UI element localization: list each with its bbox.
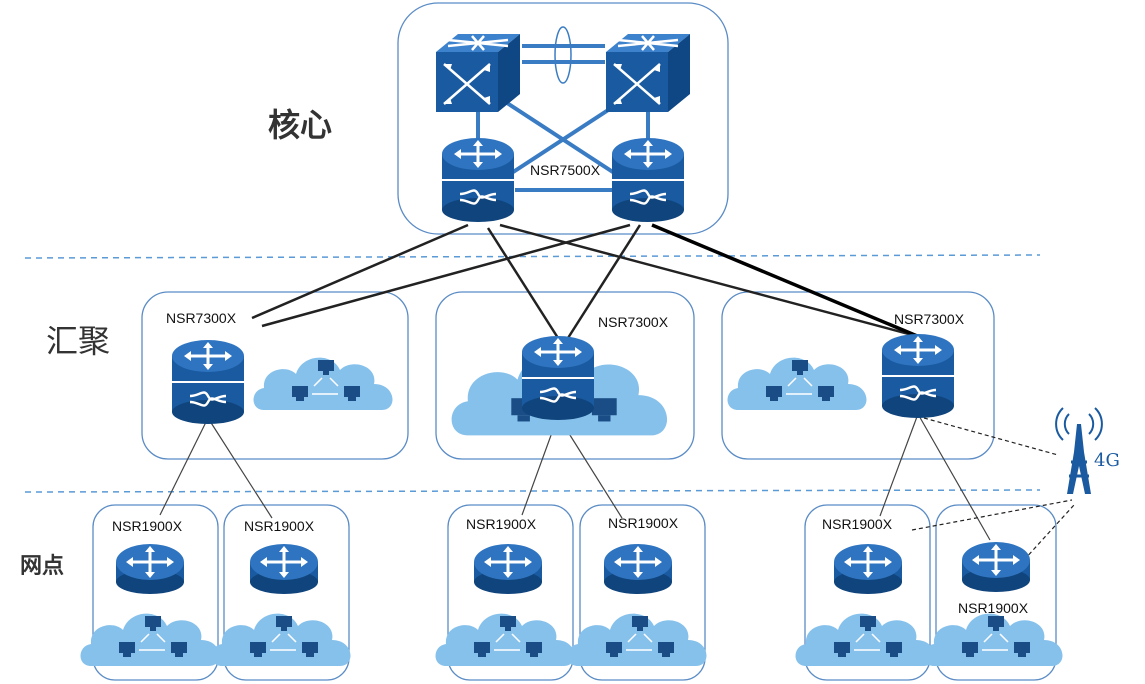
branch1-label: NSR1900X	[112, 518, 183, 534]
agg-left-label: NSR7300X	[166, 310, 237, 326]
branch6-cloud	[922, 612, 1064, 667]
cell-tower-icon	[1055, 407, 1103, 494]
link-aggregation-ring	[554, 26, 572, 84]
branch3-router	[472, 542, 544, 596]
branch4-container	[579, 504, 706, 681]
branch3-label: NSR1900X	[466, 516, 537, 532]
branch5-cloud	[794, 612, 936, 667]
branch3-cloud	[434, 612, 576, 667]
agg-mid-label: NSR7300X	[598, 314, 669, 330]
agg-mid-router	[520, 334, 596, 422]
agg-right-container	[721, 291, 995, 460]
agg-left-cloud	[252, 356, 394, 411]
branch5-router	[832, 542, 904, 596]
core-router-label: NSR7500X	[530, 162, 601, 178]
branch2-router	[248, 542, 320, 596]
branch1-router	[114, 542, 186, 596]
agg-right-cloud	[726, 356, 868, 411]
core-router-right	[610, 136, 686, 224]
tier-aggregation-label: 汇聚	[46, 322, 111, 360]
core-switch-right	[604, 32, 692, 114]
branch3-container	[447, 504, 574, 681]
core-to-agg-links	[251, 223, 921, 339]
branch2-cloud	[210, 612, 352, 667]
core-switch-left	[434, 32, 522, 114]
branch6-label: NSR1900X	[958, 600, 1029, 616]
branch5-label: NSR1900X	[822, 516, 893, 532]
branch6-router	[960, 540, 1032, 594]
branch2-label: NSR1900X	[244, 518, 315, 534]
core-to-agg-right-main	[651, 223, 923, 340]
core-aggregation-separator	[24, 254, 1041, 259]
branch1-container	[92, 504, 219, 681]
aggregation-branch-separator	[24, 489, 1041, 493]
tier-branch-label: 网点	[20, 554, 65, 579]
branch4-label: NSR1900X	[608, 515, 679, 531]
branch1-cloud	[79, 612, 221, 667]
core-router-left	[440, 136, 516, 224]
wireless-4g-label: 4G	[1094, 450, 1120, 471]
core-container	[397, 2, 729, 235]
agg-mid-container	[435, 291, 695, 460]
branch2-container	[223, 504, 350, 681]
branch6-container	[935, 504, 1057, 681]
tier-core-label: 核心	[268, 106, 333, 144]
branch4-cloud	[566, 612, 708, 667]
agg-right-label: NSR7300X	[894, 311, 965, 327]
agg-right-router	[880, 332, 956, 420]
agg-left-router	[170, 338, 246, 426]
wireless-links	[911, 417, 1075, 561]
agg-left-container	[141, 291, 409, 460]
branch5-container	[804, 504, 931, 681]
branch4-router	[602, 542, 674, 596]
